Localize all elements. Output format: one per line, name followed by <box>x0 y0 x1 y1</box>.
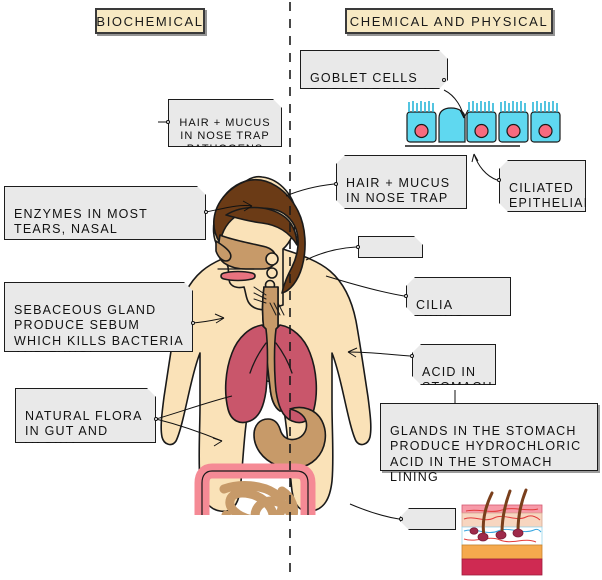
callout-glands-stomach[interactable]: GLANDS IN THE STOMACH PRODUCE HYDROCHLOR… <box>380 403 598 484</box>
connector-dot-skin <box>399 517 403 521</box>
callout-acid-stomach[interactable]: ACID IN STOMACH <box>412 344 496 385</box>
connector-dot-natural-flora <box>154 417 158 421</box>
connector-dot-acid-stomach <box>410 354 414 358</box>
callout-cilia-trachea[interactable]: CILIA LINING TRACHEA <box>406 277 511 316</box>
connector-dot-enzymes <box>204 210 208 214</box>
callout-acid-stomach-label: ACID IN STOMACH <box>422 364 493 394</box>
header-biochemical: BIOCHEMICAL <box>95 8 205 34</box>
callout-hair-mucus-left[interactable]: HAIR + MUCUS IN NOSE TRAP PATHOGENS <box>168 99 282 147</box>
connector-dot-mucus <box>356 245 360 249</box>
callout-hair-mucus-right[interactable]: HAIR + MUCUS IN NOSE TRAP PATHOGENS <box>336 155 467 209</box>
header-chemical-physical-label: CHEMICAL AND PHYSICAL <box>349 13 549 29</box>
callout-ciliated-epithelial[interactable]: CILIATED EPITHELIAL CELLS <box>499 160 586 212</box>
connector-dot-hair-mucus-left <box>166 120 170 124</box>
callout-sebaceous[interactable]: SEBACEOUS GLAND PRODUCE SEBUM WHICH KILL… <box>4 282 193 352</box>
callout-natural-flora[interactable]: NATURAL FLORA IN GUT AND VAGINA <box>15 388 156 443</box>
callout-skin[interactable]: SKIN <box>400 508 456 530</box>
connector-dot-sebaceous <box>191 321 195 325</box>
callout-mucus[interactable]: MUCUS <box>358 236 423 258</box>
callout-hair-mucus-left-label: HAIR + MUCUS IN NOSE TRAP PATHOGENS <box>179 117 271 155</box>
skin-cross-section-illustration <box>461 488 543 576</box>
callout-natural-flora-label: NATURAL FLORA IN GUT AND VAGINA <box>25 408 143 454</box>
callout-enzymes[interactable]: ENZYMES IN MOST TEARS, NASAL SECRETIONS … <box>4 186 206 240</box>
callout-cilia-trachea-label: CILIA LINING TRACHEA <box>416 297 485 343</box>
callout-ciliated-epithelial-label: CILIATED EPITHELIAL CELLS <box>509 180 592 226</box>
connector-dot-hair-mucus-right <box>334 182 338 186</box>
header-chemical-physical: CHEMICAL AND PHYSICAL <box>345 8 553 34</box>
callout-goblet-cells-label: GOBLET CELLS PRODUCE MUCUS <box>310 70 438 100</box>
ciliated-epithelium-illustration <box>405 101 561 147</box>
callout-glands-stomach-label: GLANDS IN THE STOMACH PRODUCE HYDROCHLOR… <box>390 423 582 485</box>
connector-dot-ciliated-epithelial <box>497 178 501 182</box>
connector-dot-cilia-trachea <box>404 294 408 298</box>
connector-dot-goblet-cells <box>442 78 446 82</box>
header-biochemical-label: BIOCHEMICAL <box>96 13 204 29</box>
callout-skin-label: SKIN <box>410 527 444 542</box>
callout-goblet-cells[interactable]: GOBLET CELLS PRODUCE MUCUS <box>300 50 448 89</box>
